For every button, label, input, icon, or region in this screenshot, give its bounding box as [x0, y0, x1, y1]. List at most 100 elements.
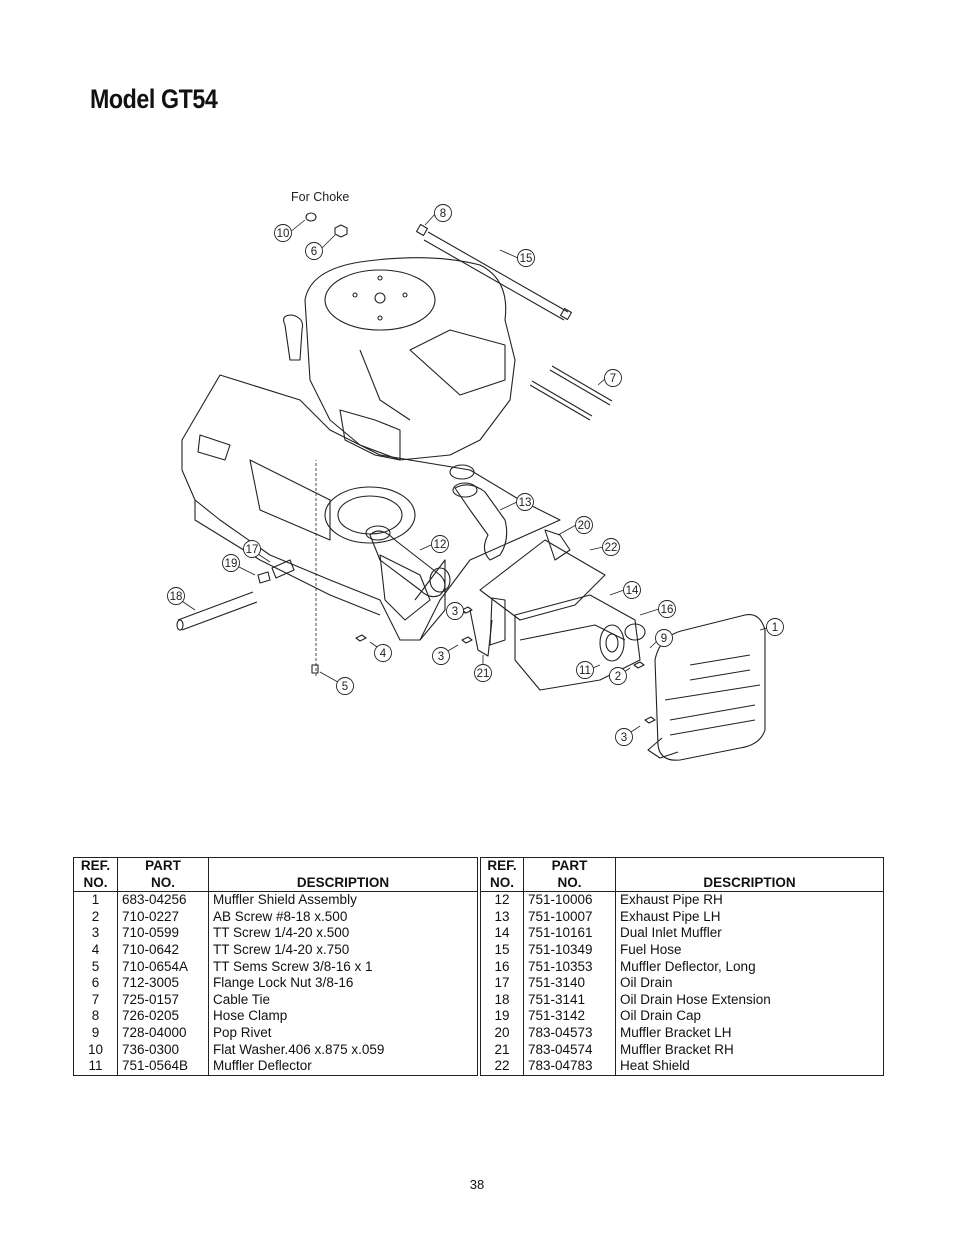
callout-17: 17	[243, 540, 261, 558]
ref-no-cell: 4	[73, 941, 118, 959]
ref-no-cell: 22	[480, 1058, 524, 1076]
part-no-cell: 726-0205	[117, 1008, 209, 1025]
part-no-cell: 751-3142	[523, 1008, 616, 1025]
ref-no-cell: 8	[73, 1008, 118, 1025]
callout-16: 16	[658, 600, 676, 618]
ref-no-cell: 13	[480, 908, 524, 926]
callout-20: 20	[575, 516, 593, 534]
svg-text:3: 3	[452, 606, 458, 618]
callout-9: 9	[655, 629, 673, 647]
part-no-cell: 751-10161	[523, 925, 616, 942]
ref-no-cell: 3	[73, 925, 118, 942]
part-no-cell: 725-0157	[117, 991, 209, 1009]
svg-text:11: 11	[579, 665, 591, 677]
cable-ties	[529, 365, 613, 421]
description-cell: Oil Drain Hose Extension	[615, 991, 884, 1009]
callout-3c: 3	[615, 728, 633, 746]
callout-3b: 3	[432, 647, 450, 665]
part-no-cell: 728-04000	[117, 1024, 209, 1042]
svg-text:10: 10	[277, 228, 290, 240]
ref-no-cell: 7	[73, 991, 118, 1009]
svg-text:14: 14	[626, 585, 639, 597]
page-title: Model GT54	[90, 84, 218, 114]
svg-text:22: 22	[605, 542, 618, 554]
part-no-cell: 712-3005	[117, 975, 209, 992]
part-no-cell: 710-0227	[117, 908, 209, 926]
part-no-cell: 751-10006	[523, 891, 616, 909]
description-cell: Exhaust Pipe LH	[615, 908, 884, 926]
callout-2: 2	[609, 667, 627, 685]
muffler-shield	[647, 614, 766, 761]
callout-3a: 3	[446, 602, 464, 620]
callout-4: 4	[374, 644, 392, 662]
description-cell: Muffler Deflector	[208, 1058, 478, 1076]
part-no-cell: 751-3141	[523, 991, 616, 1009]
svg-text:20: 20	[578, 520, 591, 532]
part-no-cell: 710-0654A	[117, 958, 209, 976]
ref-no-cell: 11	[73, 1058, 118, 1076]
callout-12: 12	[431, 535, 449, 553]
callout-6: 6	[305, 242, 323, 260]
description-cell: Heat Shield	[615, 1058, 884, 1076]
description-cell: Hose Clamp	[208, 1008, 478, 1025]
svg-text:9: 9	[661, 633, 667, 645]
description-cell: Muffler Bracket LH	[615, 1024, 884, 1042]
description-cell: Flange Lock Nut 3/8-16	[208, 975, 478, 992]
svg-text:7: 7	[610, 373, 616, 385]
description-cell: TT Screw 1/4-20 x.500	[208, 925, 478, 942]
svg-text:15: 15	[520, 253, 533, 265]
choke-note: For Choke	[291, 190, 349, 204]
ref-no-cell: 19	[480, 1008, 524, 1025]
part-no-cell: 751-10349	[523, 941, 616, 959]
part-no-cell: 710-0599	[117, 925, 209, 942]
ref-no-cell: 6	[73, 975, 118, 992]
callout-19: 19	[222, 554, 240, 572]
callout-5: 5	[336, 677, 354, 695]
description-cell: Flat Washer.406 x.875 x.059	[208, 1041, 478, 1059]
part-no-cell: 751-10353	[523, 958, 616, 976]
callout-1: 1	[766, 618, 784, 636]
muffler-assembly	[469, 529, 646, 691]
callout-11: 11	[576, 661, 594, 679]
svg-text:18: 18	[170, 591, 183, 603]
svg-text:21: 21	[477, 668, 490, 680]
svg-text:5: 5	[342, 681, 348, 693]
description-cell: Muffler Shield Assembly	[208, 891, 478, 909]
description-header: DESCRIPTION	[615, 856, 884, 893]
description-cell: Dual Inlet Muffler	[615, 925, 884, 942]
description-cell: Oil Drain Cap	[615, 1008, 884, 1025]
description-cell: Muffler Bracket RH	[615, 1041, 884, 1059]
part-no-cell: 683-04256	[117, 891, 209, 909]
ref-no-cell: 21	[480, 1041, 524, 1059]
ref-no-cell: 16	[480, 958, 524, 976]
ref-no-cell: 17	[480, 975, 524, 992]
ref-no-cell: 9	[73, 1024, 118, 1042]
callout-21: 21	[474, 664, 492, 682]
part-no-cell: 783-04783	[523, 1058, 616, 1076]
svg-text:17: 17	[246, 544, 259, 556]
ref-no-cell: 20	[480, 1024, 524, 1042]
callout-22: 22	[602, 538, 620, 556]
ref-no-header: REF.NO.	[480, 856, 524, 893]
page-number: 38	[469, 1177, 485, 1192]
part-no-cell: 751-0564B	[117, 1058, 209, 1076]
